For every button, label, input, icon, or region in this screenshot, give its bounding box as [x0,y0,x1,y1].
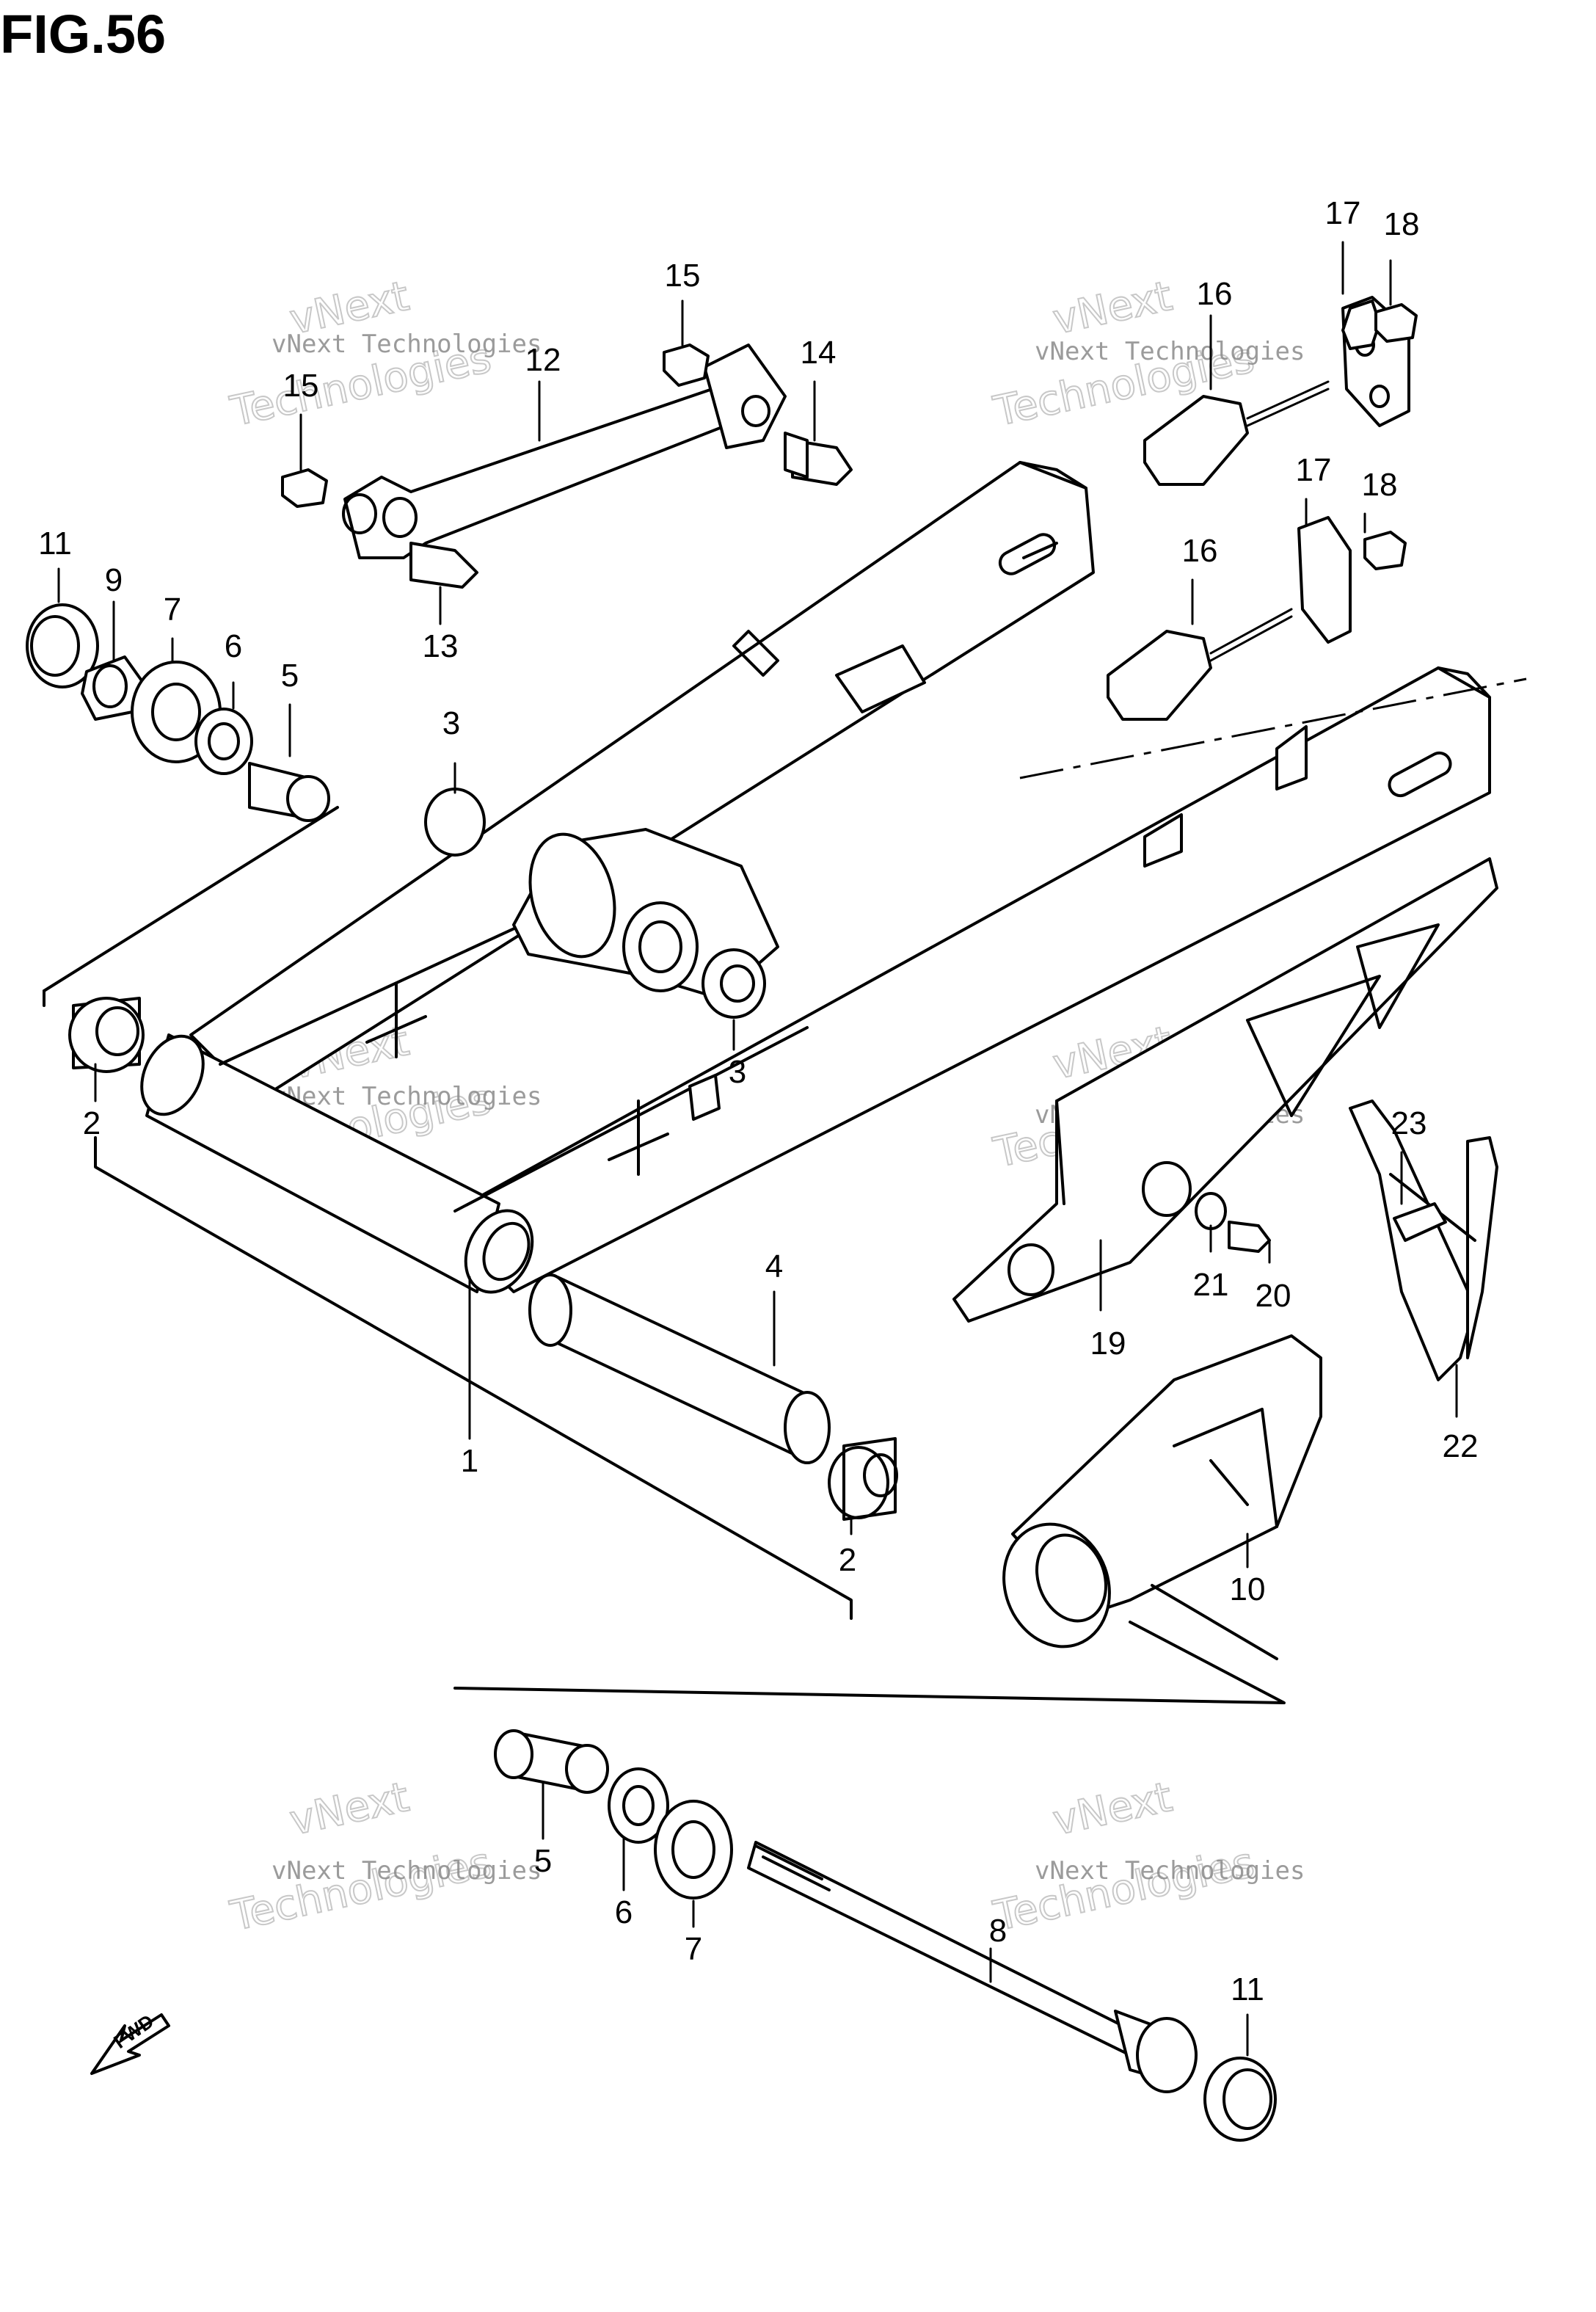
watermark-text: vNext Technologies [272,1082,542,1111]
callout-15-top: 15 [665,258,701,294]
callout-16-upper: 16 [1197,276,1233,312]
callout-23: 23 [1391,1105,1427,1141]
callout-9: 9 [105,562,123,598]
exploded-frame-lines [94,1136,1286,1704]
callout-16-lower: 16 [1182,533,1218,569]
callout-20: 20 [1256,1278,1291,1314]
callout-22: 22 [1443,1428,1479,1464]
watermark-brand: vNext [285,1773,413,1845]
mudguard-bracket [1349,1099,1498,1381]
left-pivot-parts [26,603,486,1073]
torque-rod-assembly [281,343,853,589]
bearing-2-right [828,1437,898,1521]
callout-18-lower: 18 [1362,467,1398,503]
callout-3-lower: 3 [729,1054,746,1090]
watermark-bottom-right: vNext Technologies vNext Technologies [988,1773,1305,1941]
callout-7-upper: 7 [164,592,181,628]
callout-2-right: 2 [839,1542,856,1578]
callout-7-lower: 7 [685,1931,702,1967]
callout-18-upper: 18 [1384,206,1420,242]
pivot-shaft-sleeve [528,1273,831,1464]
chain-guard [952,857,1498,1323]
watermark-brand: vNext [1049,272,1176,344]
bushing-3-lower [702,948,766,1019]
callout-11-upper: 11 [38,526,72,561]
callout-6-upper: 6 [225,628,242,664]
callout-4: 4 [765,1248,783,1284]
callout-13: 13 [423,628,459,664]
chain-adjuster-upper [1143,296,1410,486]
watermark-text: vNext Technologies [272,330,542,359]
watermark-company: Technologies [989,1839,1258,1941]
callout-3-upper: 3 [442,705,460,741]
callout-2-left: 2 [83,1105,101,1141]
watermark-bottom-left: vNext Technologies vNext Technologies [225,1773,542,1941]
callout-15-left: 15 [283,368,319,404]
swingarm [140,461,1527,1294]
callout-labels: 1 2 2 3 3 4 5 5 6 6 7 7 8 9 10 11 11 12 … [38,195,1478,2007]
callout-17-lower: 17 [1296,452,1332,488]
callout-17-upper: 17 [1325,195,1361,231]
leader-lines [57,241,1458,2057]
callout-1: 1 [461,1443,478,1479]
nut-18-upper [1374,303,1418,343]
watermark-top-left: vNext Technologies vNext Technologies [225,272,542,437]
chain-case [1002,1334,1322,1660]
watermark-top-right: vNext Technologies vNext Technologies [988,272,1305,437]
watermark-text: vNext Technologies [1035,1856,1305,1886]
watermark-company: Technologies [226,1839,495,1941]
callout-6-lower: 6 [615,1894,633,1930]
chain-adjuster-lower [1107,516,1407,721]
pivot-axle-assembly [494,1729,1277,2142]
watermark-text: vNext Technologies [1035,337,1305,366]
forward-direction-arrow-icon: FWD [90,2010,170,2075]
callout-12: 12 [525,342,561,378]
callout-8: 8 [989,1913,1007,1949]
figure-title: FIG.56 [0,4,166,65]
callout-5-upper: 5 [281,658,299,694]
watermark-text: vNext Technologies [272,1856,542,1886]
callout-21: 21 [1193,1267,1229,1303]
callout-11-lower: 11 [1231,1971,1264,2007]
callout-10: 10 [1230,1571,1266,1607]
callout-19: 19 [1090,1326,1126,1362]
callout-5-lower: 5 [534,1843,552,1879]
watermark-brand: vNext [1049,1773,1176,1845]
callout-14: 14 [801,335,837,371]
